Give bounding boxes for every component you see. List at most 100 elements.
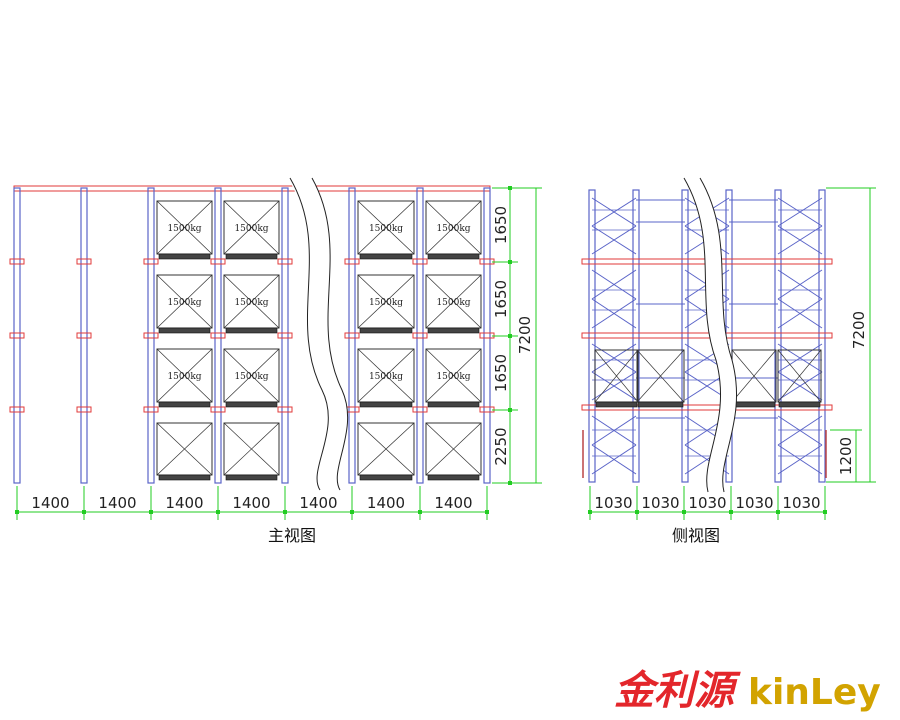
front-upright	[214, 187, 222, 484]
pallet	[225, 327, 278, 334]
load-box-diagonal	[425, 200, 482, 255]
load-label: 1500kg	[369, 298, 403, 308]
break-line	[311, 177, 348, 491]
load-label: 1500kg	[436, 224, 470, 234]
dimension-tick	[485, 510, 489, 514]
pallet	[427, 253, 480, 260]
beam-bracket	[277, 258, 293, 265]
side-pallet	[637, 401, 684, 408]
load-label: 1500kg	[436, 372, 470, 382]
front-upright	[80, 187, 88, 484]
pallet-load: 1500kg	[223, 348, 280, 408]
dimension-tick	[635, 510, 639, 514]
load-label: 1500kg	[369, 224, 403, 234]
beam-bracket	[143, 406, 159, 413]
beam-bracket	[277, 406, 293, 413]
guide-height-label: 1200	[837, 437, 855, 475]
load-box-diagonal	[425, 274, 482, 329]
dimension-tick	[508, 334, 512, 338]
side-pallet-load	[777, 349, 822, 408]
frame-brace	[591, 371, 637, 401]
frame-brace	[591, 415, 637, 446]
frame-brace	[777, 269, 823, 300]
frame-brace	[777, 444, 823, 475]
beam-bracket	[76, 332, 92, 339]
load-label: 1500kg	[234, 224, 268, 234]
bay-width-label: 1400	[299, 494, 337, 512]
front-view: 1500kg1500kg1500kg1500kg1500kg1500kg1500…	[9, 177, 542, 520]
depth-label: 1030	[782, 494, 820, 512]
pallet	[158, 253, 211, 260]
load-box-diagonal	[357, 274, 415, 329]
pallet	[359, 401, 413, 408]
side-upright	[632, 189, 640, 483]
logo-chinese: 金利源	[614, 668, 741, 714]
pallet-load: 1500kg	[357, 274, 415, 334]
dimension-tick	[15, 510, 19, 514]
front-upright	[348, 187, 356, 484]
load-box-diagonal	[223, 348, 280, 403]
side-upright	[818, 189, 826, 483]
break-line	[289, 177, 329, 491]
dimension-tick	[508, 408, 512, 412]
pallet	[158, 401, 211, 408]
frame-brace	[591, 225, 637, 255]
bay-width-label: 1400	[367, 494, 405, 512]
load-label: 1500kg	[167, 298, 201, 308]
beam-bracket	[143, 332, 159, 339]
depth-label: 1030	[735, 494, 773, 512]
load-box-diagonal	[731, 349, 777, 403]
dimension-tick	[283, 510, 287, 514]
pallet-load	[223, 422, 280, 481]
load-label: 1500kg	[167, 224, 201, 234]
load-box-diagonal	[156, 348, 213, 403]
pallet-load: 1500kg	[425, 200, 482, 260]
depth-label: 1030	[641, 494, 679, 512]
frame-brace	[777, 343, 823, 373]
dimension-tick	[729, 510, 733, 514]
break-band	[684, 178, 737, 492]
load-box-diagonal	[357, 200, 415, 255]
break-band	[288, 178, 348, 490]
frame-brace	[777, 415, 823, 446]
pallet-load: 1500kg	[156, 348, 213, 408]
bay-width-label: 1400	[232, 494, 270, 512]
load-label: 1500kg	[369, 372, 403, 382]
beam-bracket	[412, 258, 428, 265]
side-pallet-load	[636, 349, 685, 408]
beam-bracket	[479, 258, 495, 265]
load-box-diagonal	[777, 349, 822, 403]
frame-brace	[591, 298, 637, 329]
pallet	[225, 474, 278, 481]
dimension-tick	[216, 510, 220, 514]
dimension-tick	[82, 510, 86, 514]
pallet	[158, 474, 211, 481]
bay-width-label: 1400	[31, 494, 69, 512]
frame-brace	[777, 225, 823, 255]
beam-bracket	[479, 406, 495, 413]
frame-brace	[777, 298, 823, 329]
side-pallet	[778, 401, 821, 408]
side-pallet	[595, 401, 638, 408]
beam-bracket	[76, 258, 92, 265]
beam-bracket	[210, 258, 226, 265]
frame-brace	[591, 197, 637, 227]
level-height-label: 1650	[492, 280, 510, 318]
level-height-label: 2250	[492, 427, 510, 465]
bay-width-label: 1400	[165, 494, 203, 512]
side-pallet-load	[594, 349, 639, 408]
beam-bracket	[344, 332, 360, 339]
pallet	[225, 253, 278, 260]
dimension-tick	[418, 510, 422, 514]
pallet-load: 1500kg	[156, 200, 213, 260]
load-box-diagonal	[156, 200, 213, 255]
dimension-tick	[776, 510, 780, 514]
pallet	[158, 327, 211, 334]
load-label: 1500kg	[234, 298, 268, 308]
total-height-label: 7200	[516, 316, 534, 354]
pallet-load: 1500kg	[223, 200, 280, 260]
beam-bracket	[344, 258, 360, 265]
load-box-diagonal	[156, 422, 213, 476]
